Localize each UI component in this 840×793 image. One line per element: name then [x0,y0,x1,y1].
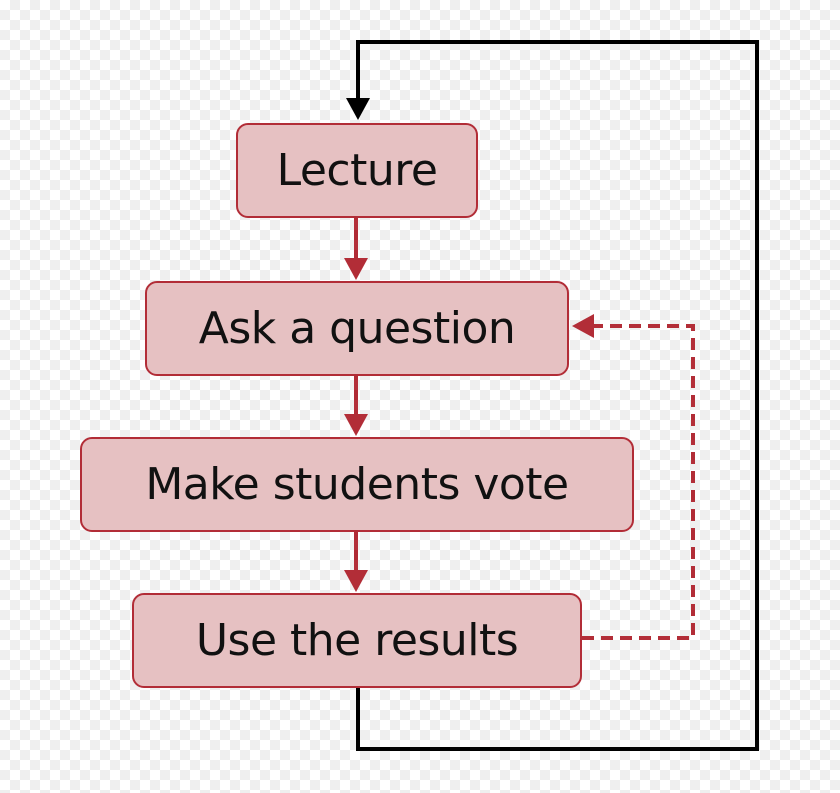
loop-line-use-to-lecture [356,40,759,751]
step-ask-question: Ask a question [145,281,569,376]
step-make-students-vote: Make students vote [80,437,634,532]
dashed-loop-use-to-ask [582,324,695,640]
arrowhead-vote-to-use-icon [344,570,368,592]
step-lecture: Lecture [236,123,478,218]
loop-arrowhead-icon [346,98,370,120]
step-ask-question-label: Ask a question [198,303,516,354]
arrowhead-lecture-to-ask-icon [344,258,368,280]
step-make-students-vote-label: Make students vote [145,459,569,510]
step-use-results-label: Use the results [195,615,519,666]
dashed-arrowhead-icon [572,314,594,338]
step-lecture-label: Lecture [276,145,438,196]
step-use-results: Use the results [132,593,582,688]
arrowhead-ask-to-vote-icon [344,414,368,436]
